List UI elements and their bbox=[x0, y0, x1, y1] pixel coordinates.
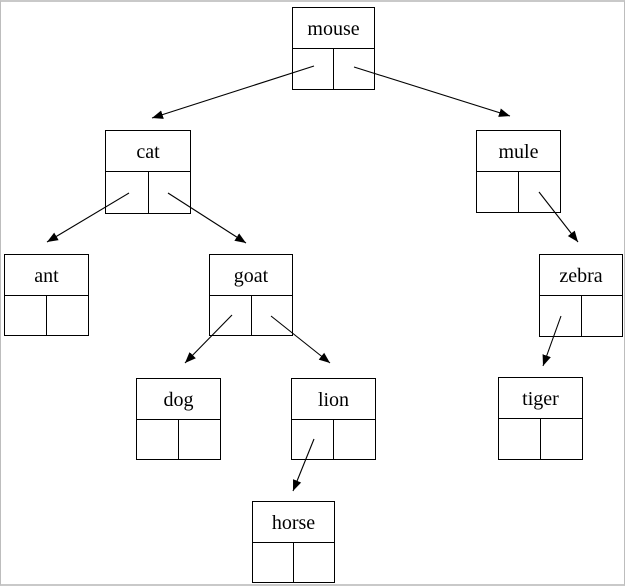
tree-node-horse: horse bbox=[252, 501, 335, 583]
node-label-ant: ant bbox=[5, 255, 88, 296]
right-pointer-cell bbox=[294, 543, 334, 582]
right-pointer-cell bbox=[179, 420, 220, 459]
tree-node-lion: lion bbox=[291, 378, 376, 460]
tree-node-cat: cat bbox=[105, 130, 191, 214]
pointer-cells-dog bbox=[137, 420, 220, 459]
pointer-cells-tiger bbox=[499, 419, 582, 459]
left-pointer-cell bbox=[210, 296, 252, 335]
pointer-cells-cat bbox=[106, 172, 190, 213]
edge-mouse-left-cat bbox=[151, 65, 315, 119]
left-pointer-cell bbox=[253, 543, 294, 582]
tree-node-mule: mule bbox=[476, 130, 561, 213]
right-pointer-cell bbox=[47, 296, 88, 335]
left-pointer-cell bbox=[477, 172, 519, 212]
right-pointer-cell bbox=[252, 296, 293, 335]
tree-node-mouse: mouse bbox=[292, 7, 375, 90]
node-label-mouse: mouse bbox=[293, 8, 374, 49]
right-pointer-cell bbox=[334, 49, 374, 89]
pointer-cells-ant bbox=[5, 296, 88, 335]
left-pointer-cell bbox=[293, 49, 334, 89]
tree-node-ant: ant bbox=[4, 254, 89, 336]
right-pointer-cell bbox=[334, 420, 375, 459]
tree-node-dog: dog bbox=[136, 378, 221, 460]
pointer-cells-goat bbox=[210, 296, 292, 335]
node-label-lion: lion bbox=[292, 379, 375, 420]
left-pointer-cell bbox=[292, 420, 334, 459]
pointer-cells-mouse bbox=[293, 49, 374, 89]
right-pointer-cell bbox=[541, 419, 582, 459]
pointer-cells-mule bbox=[477, 172, 560, 212]
node-label-horse: horse bbox=[253, 502, 334, 543]
tree-node-tiger: tiger bbox=[498, 377, 583, 460]
tree-node-goat: goat bbox=[209, 254, 293, 336]
node-label-dog: dog bbox=[137, 379, 220, 420]
node-label-cat: cat bbox=[106, 131, 190, 172]
left-pointer-cell bbox=[137, 420, 179, 459]
pointer-cells-zebra bbox=[540, 296, 622, 336]
right-pointer-cell bbox=[582, 296, 623, 336]
left-pointer-cell bbox=[499, 419, 541, 459]
node-label-tiger: tiger bbox=[499, 378, 582, 419]
node-label-goat: goat bbox=[210, 255, 292, 296]
node-label-mule: mule bbox=[477, 131, 560, 172]
tree-node-zebra: zebra bbox=[539, 254, 623, 337]
right-pointer-cell bbox=[149, 172, 191, 213]
right-pointer-cell bbox=[519, 172, 560, 212]
pointer-cells-horse bbox=[253, 543, 334, 582]
left-pointer-cell bbox=[5, 296, 47, 335]
left-pointer-cell bbox=[106, 172, 149, 213]
edge-mouse-right-mule bbox=[353, 66, 511, 117]
node-label-zebra: zebra bbox=[540, 255, 622, 296]
pointer-cells-lion bbox=[292, 420, 375, 459]
left-pointer-cell bbox=[540, 296, 582, 336]
